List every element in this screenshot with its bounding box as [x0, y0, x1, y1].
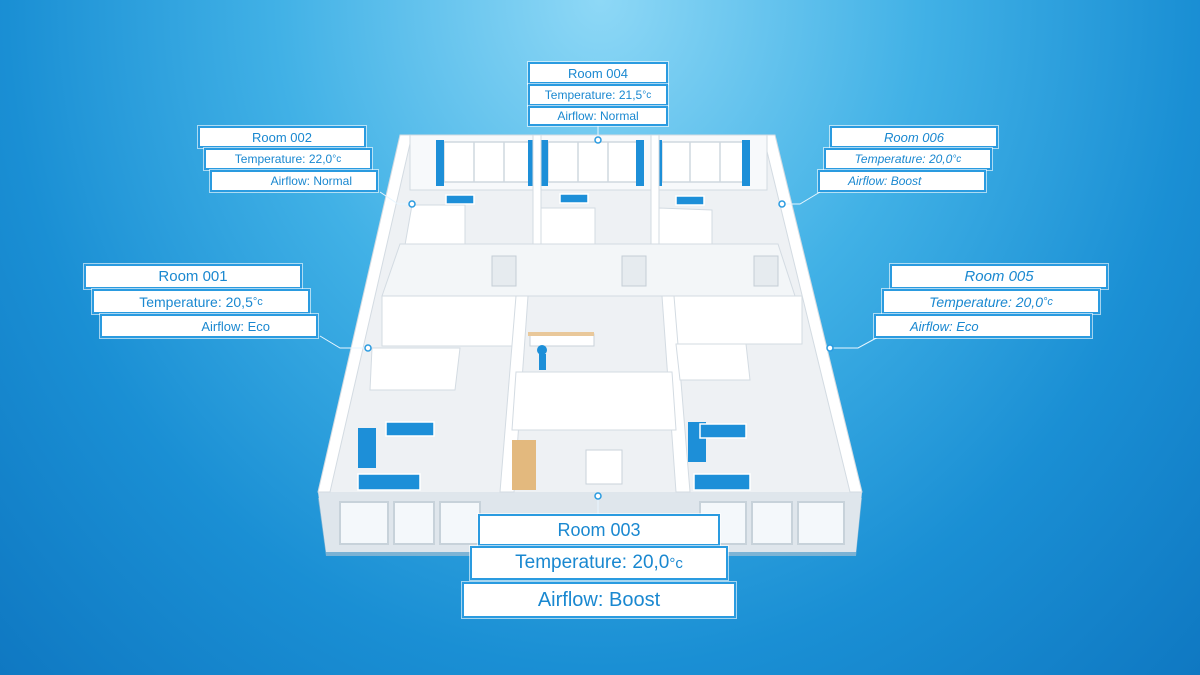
- temp-value: 21,5: [618, 88, 643, 102]
- nurse-figure: [537, 345, 547, 355]
- air-value: Boost: [890, 174, 922, 188]
- air-value: Eco: [247, 318, 270, 334]
- air-label: Airflow:: [201, 318, 244, 334]
- temp-value: 20,0: [1015, 293, 1043, 310]
- unit: °c: [252, 295, 263, 308]
- room-002-temperature: Temperature: 22,0°c: [204, 148, 372, 170]
- temp-value: 20,0: [928, 152, 953, 166]
- nurse-body: [539, 354, 546, 370]
- corridor-wall: [381, 243, 796, 297]
- temp-label: Temperature:: [929, 293, 1012, 310]
- beds: [357, 193, 751, 491]
- room-001-temperature: Temperature: 20,5°c: [92, 289, 310, 314]
- room-001-airflow: Airflow: Eco: [100, 314, 318, 338]
- sensor-dots: [364, 136, 834, 500]
- right-outer-wall: [762, 134, 863, 493]
- front-windows: [339, 501, 845, 545]
- room-005-temperature: Temperature: 20,0°c: [882, 289, 1100, 314]
- room-003-airflow: Airflow: Boost: [462, 582, 736, 618]
- table: [585, 449, 623, 485]
- unit: °c: [1042, 295, 1053, 308]
- air-label: Airflow:: [910, 318, 953, 334]
- room-002-airflow: Airflow: Normal: [210, 170, 378, 192]
- unit: °c: [669, 554, 683, 572]
- air-value: Normal: [600, 109, 639, 123]
- room-006-title: Room 006: [830, 126, 998, 148]
- room-004-airflow: Airflow: Normal: [528, 106, 668, 126]
- temp-label: Temperature:: [515, 552, 628, 573]
- temp-label: Temperature:: [234, 152, 306, 166]
- room-003-title: Room 003: [478, 514, 720, 546]
- leader-lines: [319, 124, 881, 516]
- room-005-title: Room 005: [890, 264, 1108, 289]
- temp-label: Temperature:: [854, 152, 926, 166]
- air-label: Airflow:: [537, 588, 604, 611]
- temp-value: 20,0: [632, 552, 670, 573]
- temp-value: 22,0: [308, 152, 333, 166]
- room-001-title: Room 001: [84, 264, 302, 289]
- left-outer-wall: [317, 134, 413, 493]
- unit: °c: [332, 153, 342, 165]
- room-006-temperature: Temperature: 20,0°c: [824, 148, 992, 170]
- air-value: Normal: [313, 174, 352, 188]
- unit: °c: [952, 153, 962, 165]
- front-room-walls: [369, 295, 803, 493]
- air-value: Eco: [956, 318, 979, 334]
- temp-value: 20,5: [225, 293, 253, 310]
- unit: °c: [642, 89, 652, 101]
- air-value: Boost: [608, 588, 661, 611]
- room-006-airflow: Airflow: Boost: [818, 170, 986, 192]
- air-label: Airflow:: [848, 174, 888, 188]
- room-004-temperature: Temperature: 21,5°c: [528, 84, 668, 106]
- kitchen-counter: [512, 440, 536, 490]
- room-002-title: Room 002: [198, 126, 366, 148]
- room-004-title: Room 004: [528, 62, 668, 84]
- temp-label: Temperature:: [139, 293, 222, 310]
- air-label: Airflow:: [557, 109, 597, 123]
- temp-label: Temperature:: [544, 88, 616, 102]
- room-005-airflow: Airflow: Eco: [874, 314, 1092, 338]
- air-label: Airflow:: [270, 174, 310, 188]
- room-003-temperature: Temperature: 20,0°c: [470, 546, 728, 580]
- back-windows: [443, 141, 749, 183]
- desk-wood: [528, 332, 594, 336]
